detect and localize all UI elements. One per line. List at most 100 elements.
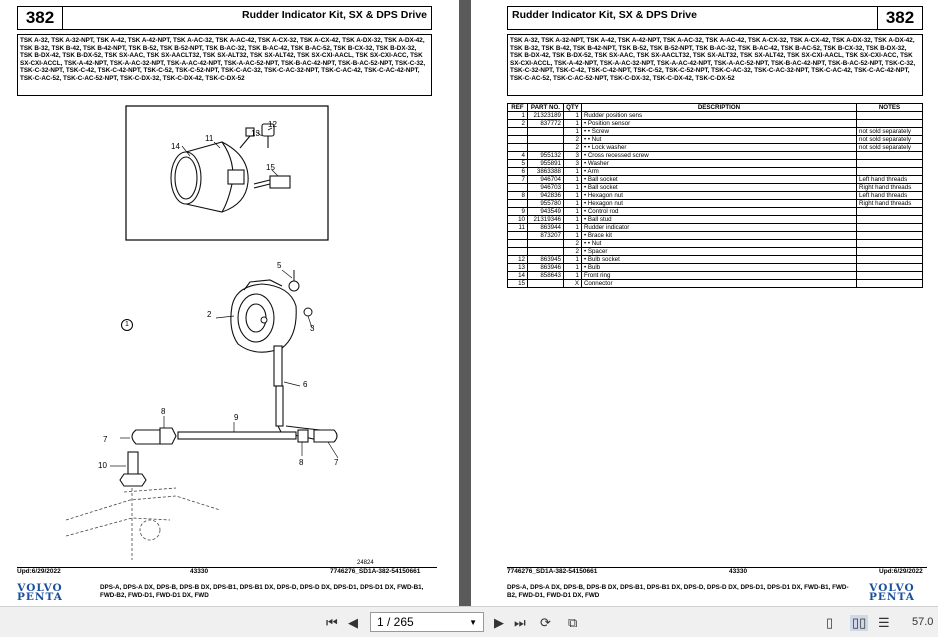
cell-part: 955132 [526, 151, 564, 160]
cell-notes: not sold separately [856, 127, 923, 136]
cell-qty: 2 [562, 247, 582, 256]
cell-ref: 6 [507, 167, 528, 176]
cell-ref [507, 199, 528, 208]
cell-qty: 1 [562, 223, 582, 232]
left-brand-logo: VOLVO PENTA [17, 582, 63, 603]
cell-desc: • Hexagon nut [580, 191, 858, 200]
left-page: 382 Rudder Indicator Kit, SX & DPS Drive… [0, 0, 459, 606]
control-rod [119, 427, 338, 487]
left-model-list: TSK A-32, TSK A-32-NPT, TSK A-42, TSK A-… [17, 34, 432, 96]
cell-notes: Left hand threads [856, 191, 923, 200]
left-page-title: Rudder Indicator Kit, SX & DPS Drive [242, 9, 427, 21]
cell-desc: Rudder position sens [580, 111, 858, 120]
cell-part [526, 143, 564, 152]
cell-ref [507, 231, 528, 240]
next-page-icon[interactable]: ▶ [494, 615, 504, 630]
cell-notes: not sold separately [856, 135, 923, 144]
cell-qty: 2 [562, 239, 582, 248]
cell-part: 858643 [526, 271, 564, 280]
last-page-icon[interactable]: ⏭ [514, 615, 526, 630]
cell-notes [856, 215, 923, 224]
cell-qty: 1 [562, 183, 582, 192]
cell-part: 946704 [526, 175, 564, 184]
left-footer-rule [17, 567, 437, 568]
cell-part [526, 135, 564, 144]
cell-notes [856, 263, 923, 272]
rotate-icon[interactable]: ⟳ [540, 615, 551, 630]
prev-page-icon[interactable]: ◀ [348, 615, 358, 630]
cell-notes [856, 167, 923, 176]
cell-notes [856, 239, 923, 248]
cell-qty: 3 [562, 151, 582, 160]
cell-part: 943549 [526, 207, 564, 216]
single-page-icon[interactable]: ▯ [826, 615, 834, 630]
cell-qty: 1 [562, 119, 582, 128]
cell-ref: 4 [507, 151, 528, 160]
right-docref: 7746276_SD1A-382-54150661 [507, 568, 598, 575]
cell-qty: 2 [562, 135, 582, 144]
col-notes: NOTES [856, 103, 923, 112]
cell-desc: • Bulb socket [580, 255, 858, 264]
table-row: 2• Spacer [507, 247, 923, 256]
cell-ref: 14 [507, 271, 528, 280]
fit-page-icon[interactable]: ⧉ [568, 615, 578, 630]
cell-notes: Right hand threads [856, 183, 923, 192]
left-page-header: 382 Rudder Indicator Kit, SX & DPS Drive [17, 6, 432, 30]
cell-ref [507, 183, 528, 192]
cell-notes [856, 255, 923, 264]
cell-qty: 1 [562, 167, 582, 176]
callout-8a: 8 [161, 407, 166, 416]
right-footer-rule [507, 567, 927, 568]
cell-ref: 7 [507, 175, 528, 184]
two-page-icon[interactable]: ▯▯ [850, 615, 869, 631]
cell-notes: not sold separately [856, 143, 923, 152]
cell-part: 955891 [526, 159, 564, 168]
screw-parts [260, 270, 313, 324]
page-selector[interactable]: 1 / 265 ▼ [370, 612, 484, 632]
cell-part: 21319346 [526, 215, 564, 224]
cell-part: 21323189 [526, 111, 564, 120]
cell-notes [856, 159, 923, 168]
continuous-icon[interactable]: ☰ [878, 615, 890, 630]
cell-notes [856, 207, 923, 216]
callout-3: 3 [310, 324, 315, 333]
callout-1: 1 [121, 319, 133, 331]
cell-notes [856, 271, 923, 280]
chevron-down-icon: ▼ [469, 617, 477, 627]
cell-ref: 11 [507, 223, 528, 232]
cell-ref: 13 [507, 263, 528, 272]
cell-desc: • Ball socket [580, 175, 858, 184]
cell-ref: 12 [507, 255, 528, 264]
inset-frame [125, 105, 329, 241]
cell-ref [507, 143, 528, 152]
cell-qty: 1 [562, 199, 582, 208]
exploded-diagram [65, 105, 339, 560]
callout-14: 14 [171, 142, 180, 151]
cell-part: 946703 [526, 183, 564, 192]
right-page-title: Rudder Indicator Kit, SX & DPS Drive [512, 9, 697, 21]
cell-desc: • Position sensor [580, 119, 858, 128]
page-gap [459, 0, 471, 606]
cell-desc: • Arm [580, 167, 858, 176]
zoom-level[interactable]: 57.0 [912, 616, 934, 628]
cell-ref [507, 239, 528, 248]
first-page-icon[interactable]: ⏮ [326, 615, 338, 630]
cell-part [526, 127, 564, 136]
left-docref: 7746276_SD1A-382-54150661 [330, 568, 421, 575]
right-upd: Upd:6/29/2022 [879, 568, 923, 575]
cell-ref: 1 [507, 111, 528, 120]
callout-7a: 7 [103, 435, 108, 444]
mounting-plate [65, 487, 221, 560]
cell-desc: • Control rod [580, 207, 858, 216]
cell-notes [856, 279, 923, 288]
